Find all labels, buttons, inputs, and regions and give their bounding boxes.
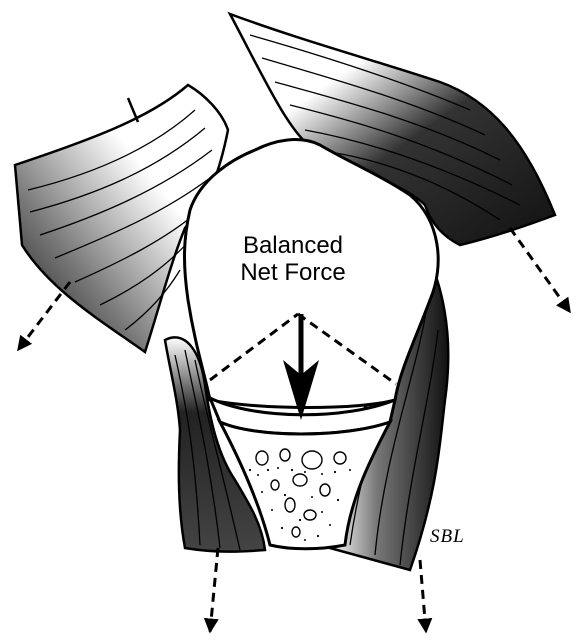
- net-force-label-line1: Balanced: [218, 233, 368, 259]
- lower-left-force-arrow: [210, 548, 218, 632]
- artist-initials: SBL: [430, 526, 490, 548]
- net-force-label-line2: Net Force: [218, 260, 368, 286]
- upper-right-force-arrow: [510, 228, 570, 312]
- lower-right-force-arrow: [420, 560, 426, 632]
